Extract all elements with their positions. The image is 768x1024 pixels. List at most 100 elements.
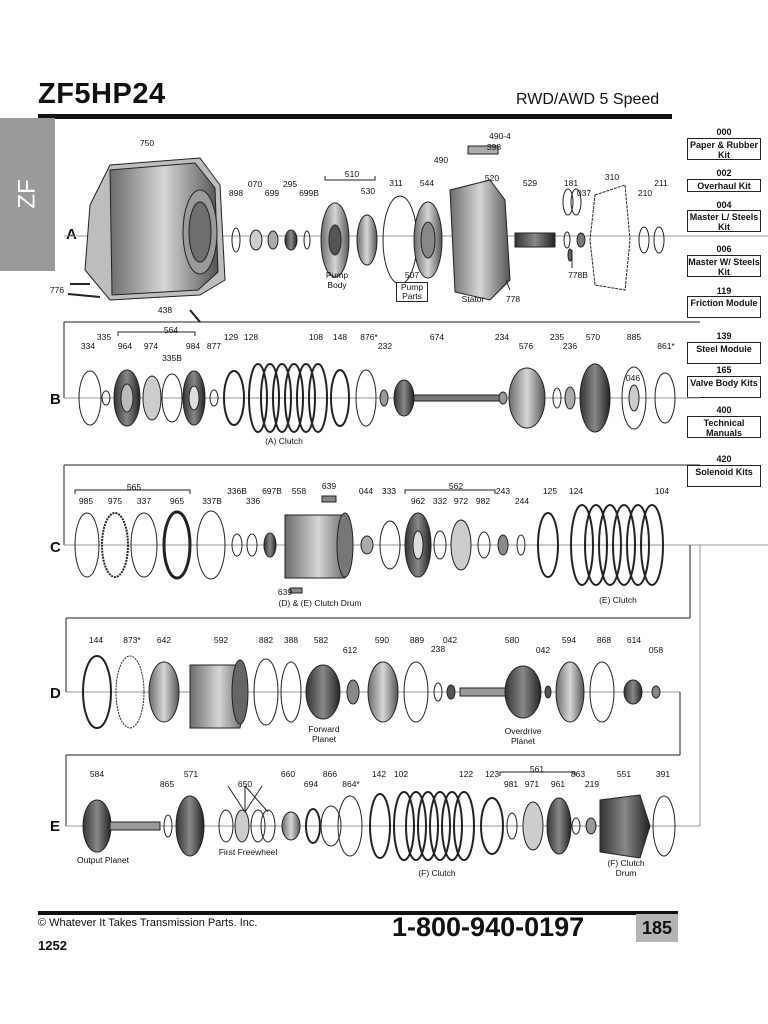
caption-a-clutch: (A) Clutch <box>265 436 303 446</box>
part-number: 108 <box>308 332 324 342</box>
part-number: 558 <box>291 486 307 496</box>
kit-label: Steel Module <box>687 342 761 364</box>
kit-label: Master L/ Steels Kit <box>687 210 761 232</box>
part-number: 582 <box>313 635 329 645</box>
part-number: 234 <box>494 332 510 342</box>
part-number: 181 <box>563 178 579 188</box>
part-number: 510 <box>344 169 360 179</box>
part-number: 885 <box>626 332 642 342</box>
kit-label: Friction Module <box>687 296 761 318</box>
kit-number: 004 <box>716 200 732 210</box>
part-number: 863 <box>570 769 586 779</box>
part-number: 037 <box>576 188 592 198</box>
row-label-d: D <box>50 685 61 702</box>
part-number: 961 <box>550 779 566 789</box>
kit-label: Technical Manuals <box>687 416 761 438</box>
part-number: 861* <box>657 341 675 351</box>
part-number: 334 <box>80 341 96 351</box>
row-label-b: B <box>50 391 61 408</box>
caption-pump-parts: Pump Parts <box>396 282 428 302</box>
part-number: 561 <box>529 764 545 774</box>
part-number: 592 <box>213 635 229 645</box>
part-number: 335B <box>162 353 182 363</box>
part-number: 612 <box>342 645 358 655</box>
part-number: 982 <box>475 496 491 506</box>
part-number: 335 <box>96 332 112 342</box>
page-title: ZF5HP24 <box>38 78 166 110</box>
document-number: 1252 <box>38 938 67 953</box>
part-number: 562 <box>448 481 464 491</box>
kit-label: Paper & Rubber Kit <box>687 138 761 160</box>
part-number: 391 <box>655 769 671 779</box>
part-number: 544 <box>419 178 435 188</box>
part-number: 507 <box>404 270 420 280</box>
part-number: 614 <box>626 635 642 645</box>
part-number: 868 <box>596 635 612 645</box>
copyright: © Whatever It Takes Transmission Parts. … <box>38 917 258 929</box>
part-number: 336 <box>245 496 261 506</box>
part-number: 244 <box>514 496 530 506</box>
part-number: 981 <box>503 779 519 789</box>
part-number: 584 <box>89 769 105 779</box>
part-number: 046 <box>625 373 641 383</box>
caption-forward-planet: Forward Planet <box>308 724 340 744</box>
section-tab: ZF <box>0 118 55 271</box>
part-number: 332 <box>432 496 448 506</box>
part-number: 877 <box>206 341 222 351</box>
part-number: 590 <box>374 635 390 645</box>
part-number: 962 <box>410 496 426 506</box>
caption-stator: Stator <box>461 294 485 304</box>
part-number: 058 <box>648 645 664 655</box>
part-number: 674 <box>429 332 445 342</box>
part-number: 699B <box>299 188 319 198</box>
part-number: 971 <box>524 779 540 789</box>
part-number: 520 <box>484 173 500 183</box>
part-number: 972 <box>453 496 469 506</box>
part-number: 639 <box>321 481 337 491</box>
kit-number: 002 <box>716 168 732 178</box>
part-number: 580 <box>504 635 520 645</box>
caption-overdrive-planet: Overdrive Planet <box>504 726 542 746</box>
part-number: 219 <box>584 779 600 789</box>
part-number: 565 <box>126 482 142 492</box>
part-number: 044 <box>358 486 374 496</box>
kit-number: 006 <box>716 244 732 254</box>
part-number: 104 <box>654 486 670 496</box>
part-number: 128 <box>243 332 259 342</box>
part-number: 889 <box>409 635 425 645</box>
part-number: 235 <box>549 332 565 342</box>
part-number: 042 <box>442 635 458 645</box>
part-number: 699 <box>264 188 280 198</box>
part-number: 876* <box>360 332 378 342</box>
caption-f-clutch: (F) Clutch <box>418 868 456 878</box>
part-number: 873* <box>123 635 141 645</box>
part-number: 337B <box>202 496 222 506</box>
part-number: 530 <box>360 186 376 196</box>
part-number: 694 <box>303 779 319 789</box>
part-number: 310 <box>604 172 620 182</box>
part-number: 974 <box>143 341 159 351</box>
part-number: 232 <box>377 341 393 351</box>
part-number: 438 <box>157 305 173 315</box>
kit-label: Master W/ Steels Kit <box>687 255 761 277</box>
part-number: 337 <box>136 496 152 506</box>
part-number: 660 <box>280 769 296 779</box>
part-number: 124 <box>568 486 584 496</box>
part-number: 564 <box>163 325 179 335</box>
part-number: 142 <box>371 769 387 779</box>
part-number: 570 <box>585 332 601 342</box>
part-number: 144 <box>88 635 104 645</box>
part-number: 975 <box>107 496 123 506</box>
part-number: 148 <box>332 332 348 342</box>
page-number: 185 <box>636 914 678 942</box>
part-number: 778B <box>568 270 588 280</box>
part-number: 122 <box>458 769 474 779</box>
kit-number: 000 <box>716 127 732 137</box>
part-number: 750 <box>139 138 155 148</box>
part-number: 776 <box>49 285 65 295</box>
part-number: 129 <box>223 332 239 342</box>
part-number: 594 <box>561 635 577 645</box>
part-number: 125 <box>542 486 558 496</box>
part-number: 639 <box>277 587 293 597</box>
